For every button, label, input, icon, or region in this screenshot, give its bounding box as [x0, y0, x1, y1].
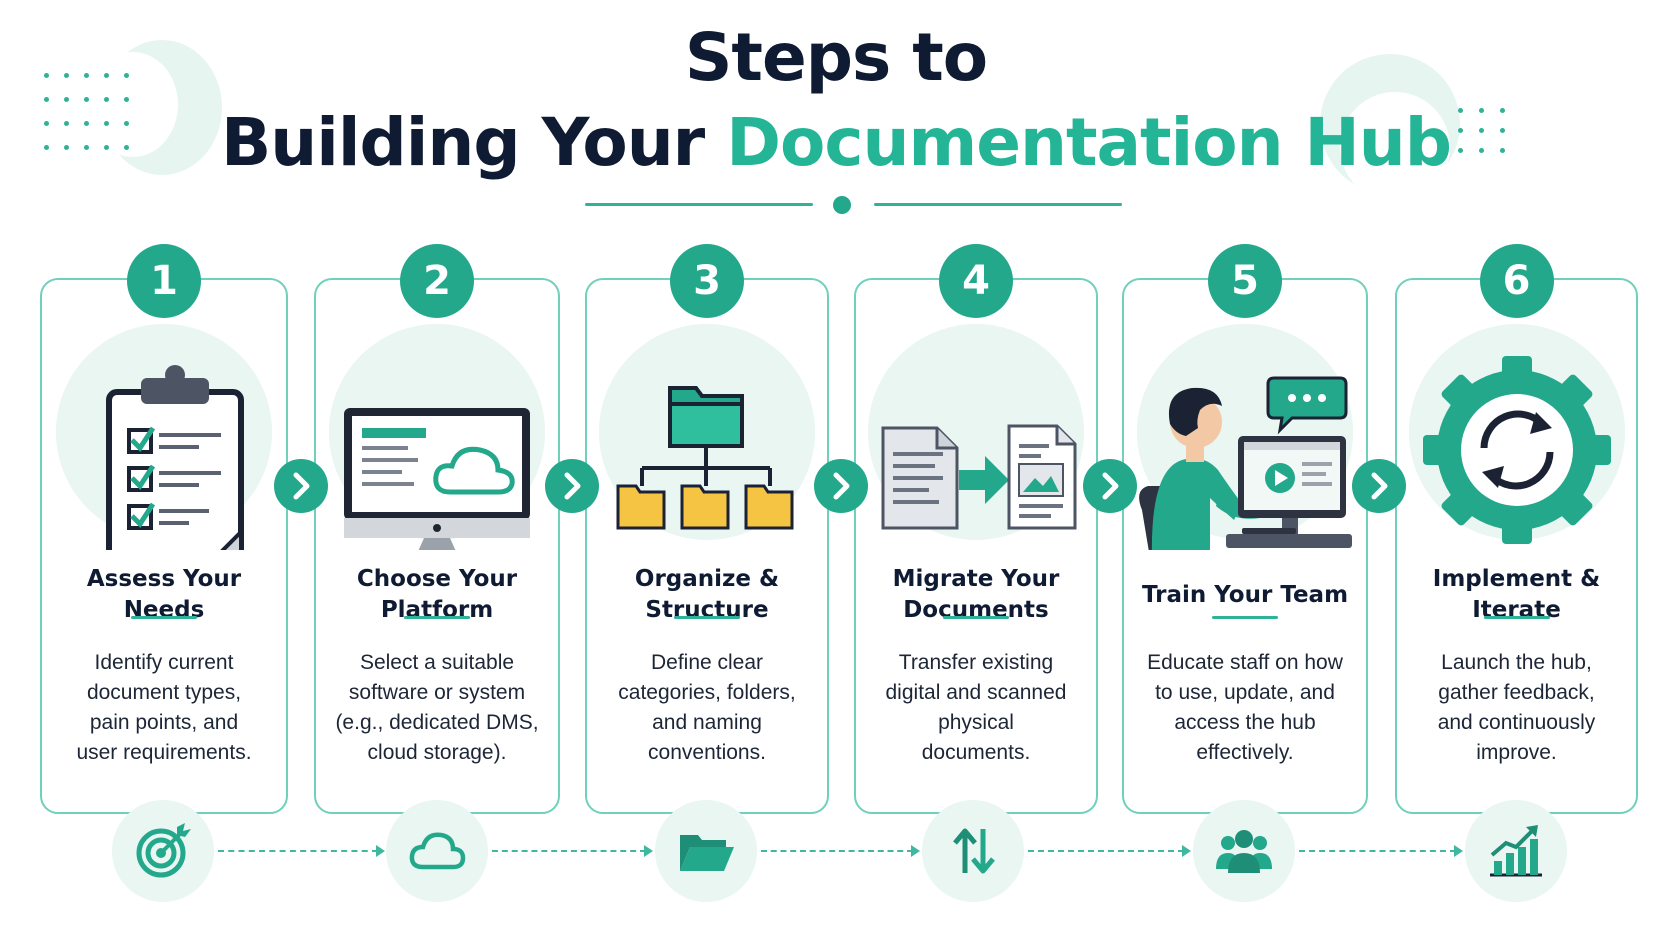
step-title: Train Your Team: [1141, 581, 1349, 608]
step-number-badge: 6: [1479, 244, 1554, 318]
step-title: Organize & Structure: [634, 566, 780, 623]
page-title: Steps to Building Your Documentation Hub: [0, 14, 1672, 184]
chevron-right-icon: [1102, 472, 1119, 500]
up-down-arrows-icon: [953, 828, 995, 874]
bottom-icon-circle-4: [922, 800, 1024, 902]
title-line-2-accent: Documentation Hub: [726, 104, 1452, 181]
decor-blob-right-cutout: [1340, 92, 1450, 202]
step-card-3: 3 Organize & Structure Define clear cate…: [585, 244, 829, 814]
step-card-1: 1 Assess Your Needs Identify current doc…: [40, 244, 288, 814]
chevron-right-icon: [293, 472, 310, 500]
person-at-computer-icon: [1139, 376, 1352, 550]
bottom-icon-circle-2: [386, 800, 488, 902]
target-icon: [136, 823, 191, 878]
step-number-badge: 5: [1208, 244, 1282, 318]
step-number-badge: 1: [127, 244, 201, 318]
connector-arrowhead-2: [644, 845, 653, 857]
connector-arrowhead-4: [1182, 845, 1191, 857]
decor-dots-left: [44, 73, 129, 150]
monitor-cloud-icon: [344, 408, 530, 550]
step-card-6: 6 Implement & Iterate Launch the hub, ga…: [1395, 244, 1638, 814]
step-card-2: 2 Choose Your Platform Select a suitable…: [314, 244, 560, 814]
step-card-4: 4 Migrate Your Documents Transfer existi…: [854, 244, 1098, 814]
title-divider-left: [585, 203, 813, 206]
folder-hierarchy-icon: [616, 386, 794, 530]
connector-1: [218, 850, 378, 852]
bottom-icon-circle-3: [655, 800, 757, 902]
step-number-badge: 3: [670, 244, 744, 318]
cloud-icon: [409, 832, 466, 870]
title-underline: [1212, 616, 1278, 619]
step-description: Educate staff on how to use, update, and…: [1147, 651, 1343, 764]
connector-4: [1028, 850, 1184, 852]
growth-chart-icon: [1490, 825, 1542, 877]
step-description: Select a suitable software or system (e.…: [335, 651, 539, 764]
title-line-2: Building Your Documentation Hub: [0, 102, 1672, 184]
chevron-right-icon: [564, 472, 581, 500]
bottom-icon-circle-1: [112, 800, 214, 902]
step-description: Launch the hub, gather feedback, and con…: [1437, 651, 1596, 764]
bottom-icon-circle-5: [1193, 800, 1295, 902]
next-arrow-1: [274, 459, 328, 513]
title-divider-right: [874, 203, 1122, 206]
title-underline: [1483, 616, 1550, 619]
title-underline: [943, 616, 1009, 619]
chevron-right-icon: [833, 472, 850, 500]
step-card-5: 5 Train Your Team Educate staff on how t…: [1122, 244, 1368, 814]
bottom-icon-circle-6: [1465, 800, 1567, 902]
step-number-badge: 4: [939, 244, 1013, 318]
next-arrow-3: [814, 459, 868, 513]
connector-arrowhead-5: [1454, 845, 1463, 857]
title-underline: [674, 616, 740, 619]
next-arrow-2: [545, 459, 599, 513]
step-title: Implement & Iterate: [1432, 566, 1601, 623]
connector-2: [492, 850, 646, 852]
team-icon: [1216, 830, 1272, 873]
step-title: Migrate Your Documents: [892, 566, 1060, 623]
step-description: Transfer existing digital and scanned ph…: [885, 651, 1067, 764]
title-underline: [404, 616, 470, 619]
gear-refresh-icon: [1422, 356, 1611, 544]
connector-arrowhead-1: [376, 845, 385, 857]
connector-5: [1299, 850, 1456, 852]
decor-dots-right: [1458, 108, 1505, 153]
document-transfer-icon: [881, 424, 1077, 530]
connector-arrowhead-3: [911, 845, 920, 857]
title-line-1: Steps to: [684, 19, 988, 96]
chevron-right-icon: [1371, 472, 1388, 500]
step-description: Identify current document types, pain po…: [76, 651, 252, 764]
clipboard-checklist-icon: [106, 365, 244, 550]
step-title: Assess Your Needs: [86, 566, 242, 623]
folder-open-icon: [680, 835, 734, 871]
step-title: Choose Your Platform: [356, 566, 518, 623]
title-divider-dot: [833, 196, 851, 214]
title-underline: [131, 616, 197, 619]
step-description: Define clear categories, folders, and na…: [618, 651, 796, 764]
decor-blob-left-cutout: [88, 52, 178, 157]
step-number-badge: 2: [400, 244, 474, 318]
connector-3: [761, 850, 913, 852]
next-arrow-4: [1083, 459, 1137, 513]
title-line-2-dark: Building Your: [221, 104, 727, 181]
next-arrow-5: [1352, 459, 1406, 513]
